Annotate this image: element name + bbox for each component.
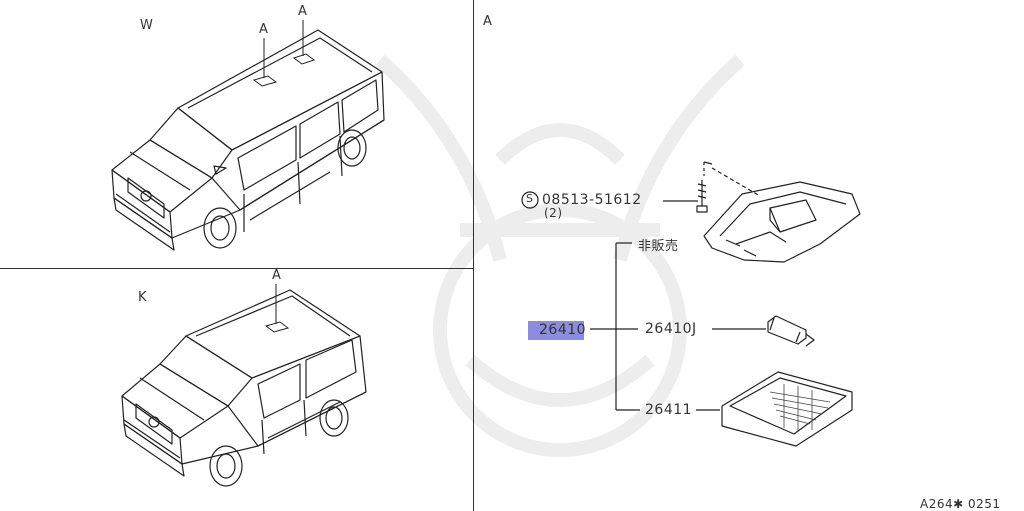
callout-a-k1: A [272, 268, 282, 283]
horizontal-divider [0, 268, 473, 269]
lens-part-number[interactable]: 26411 [645, 402, 693, 418]
detail-panel-label: A [483, 14, 493, 29]
callout-a-w1: A [259, 22, 269, 37]
screw-quantity: (2) [544, 206, 563, 220]
diagram-code: A264✱ 0251 [920, 497, 1001, 511]
not-for-sale-label: 非販売 [638, 239, 679, 254]
panel-w-label: W [140, 18, 154, 33]
callout-a-w2: A [298, 4, 308, 19]
panel-k-label: K [138, 290, 148, 305]
screw-symbol: S [526, 192, 534, 205]
part-highlight-26410 [528, 321, 584, 340]
vertical-divider [473, 0, 474, 511]
bulb-part-number[interactable]: 26410J [645, 321, 697, 337]
main-part-number[interactable]: 26410 [539, 322, 587, 338]
screw-part-number[interactable]: 08513-51612 [542, 192, 642, 208]
